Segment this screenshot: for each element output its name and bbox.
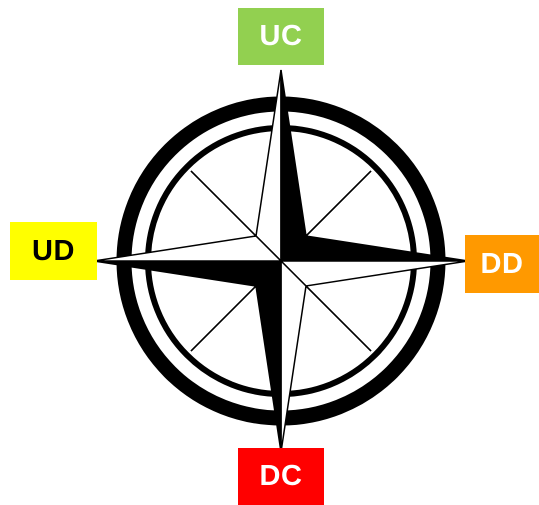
compass-cardinal-points — [94, 70, 468, 452]
direction-label-dd: DD — [465, 235, 539, 293]
direction-label-dc: DC — [238, 448, 324, 505]
direction-label-uc: UC — [238, 8, 324, 65]
direction-label-ud: UD — [10, 222, 97, 280]
